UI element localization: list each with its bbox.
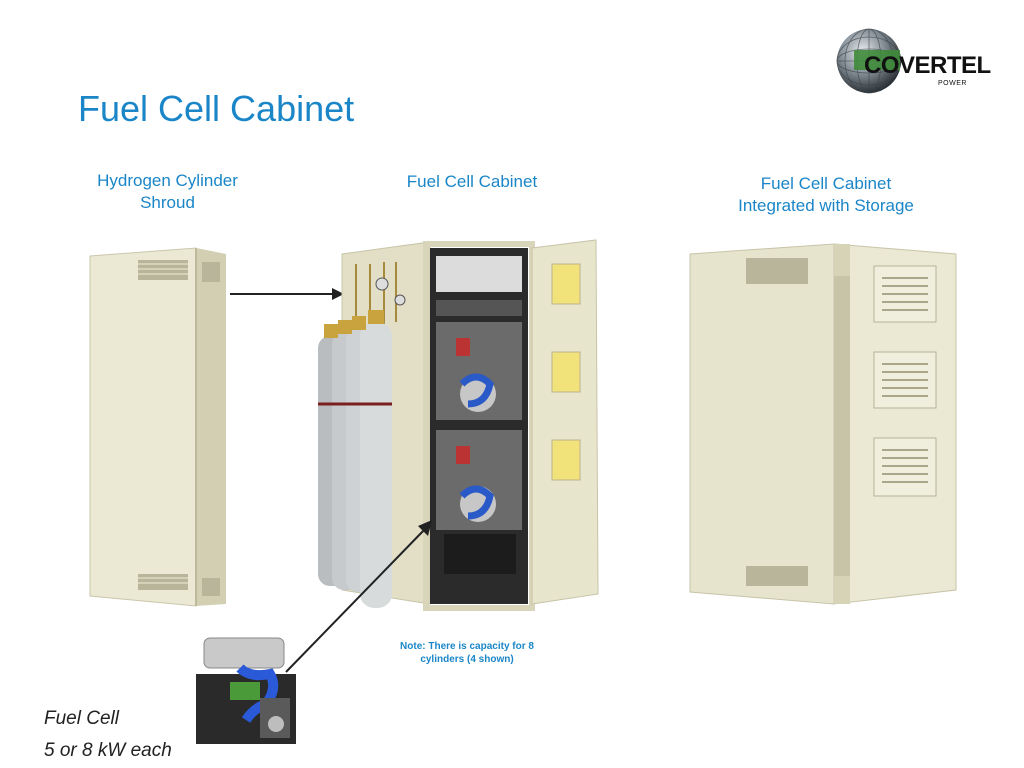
- capacity-note: Note: There is capacity for 8 cylinders …: [382, 640, 552, 666]
- caption-integrated-line2: Integrated with Storage: [738, 196, 914, 215]
- fuel-cell-cabinet-image: [318, 239, 599, 611]
- covertel-logo: COVERTEL POWER: [836, 28, 996, 94]
- arrow-shroud-to-cabinet: [230, 288, 344, 300]
- fuel-cell-rating: 5 or 8 kW each: [44, 740, 172, 761]
- caption-hydrogen-shroud: Hydrogen Cylinder Shroud: [60, 170, 275, 214]
- logo-wordmark: COVERTEL: [864, 52, 991, 79]
- caption-integrated-line1: Fuel Cell Cabinet: [760, 174, 892, 193]
- page-title: Fuel Cell Cabinet: [78, 88, 355, 129]
- arrow-fuelcell-to-cabinet: [285, 520, 432, 673]
- capacity-note-line2: cylinders (4 shown): [420, 654, 514, 665]
- hydrogen-shroud-image: [89, 247, 226, 607]
- caption-fuel-cell-cabinet: Fuel Cell Cabinet: [406, 172, 538, 191]
- globe-icon: [836, 28, 902, 94]
- caption-hydrogen-line2: Shroud: [140, 193, 195, 212]
- fuel-cell-label: Fuel Cell: [44, 708, 119, 729]
- integrated-cabinet-image: [689, 243, 957, 605]
- capacity-note-line1: Note: There is capacity for 8: [400, 641, 534, 652]
- caption-integrated-storage: Fuel Cell Cabinet Integrated with Storag…: [705, 173, 947, 217]
- fuel-cell-module-image: [196, 637, 296, 744]
- caption-hydrogen-line1: Hydrogen Cylinder: [97, 171, 238, 190]
- logo-tagline: POWER: [938, 80, 967, 87]
